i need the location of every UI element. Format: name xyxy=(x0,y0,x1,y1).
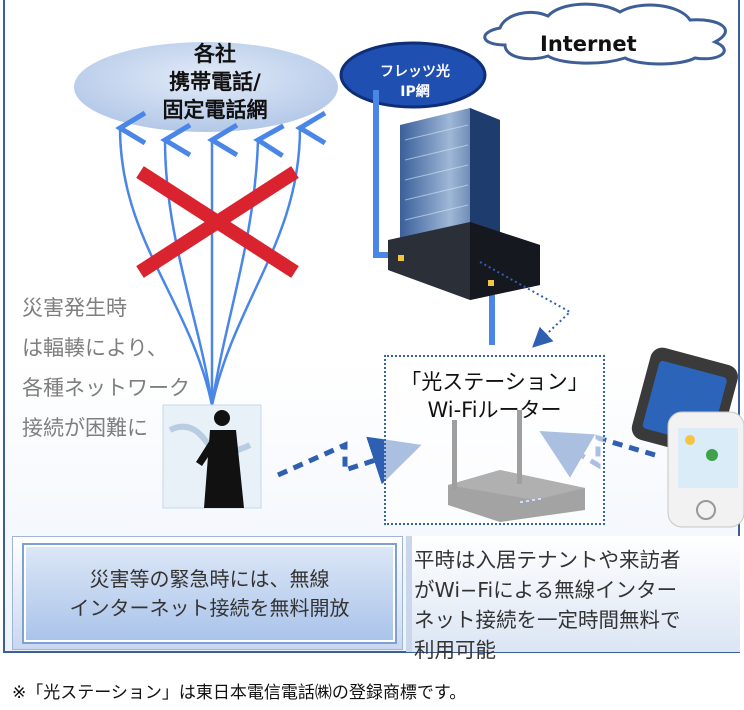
carrier-network-ellipse xyxy=(74,42,338,132)
normal-time-message: 平時は入居テナントや来訪者 がWi−Fiによる無線インター ネット接続を一定時間… xyxy=(414,545,744,665)
disaster-line-1: 災害発生時 xyxy=(22,296,127,320)
smartphone-device-icon xyxy=(667,411,744,528)
internet-label: Internet xyxy=(540,32,637,56)
internet-cloud xyxy=(483,2,727,66)
person-to-router-arrow xyxy=(276,436,422,485)
carrier-arrows xyxy=(115,110,327,406)
businessman-phone-photo xyxy=(162,404,262,509)
carrier-line-3: 固定電話網 xyxy=(162,98,268,122)
normal-line-4: 利用可能 xyxy=(414,638,496,662)
emergency-line-1: 災害等の緊急時には、無線 xyxy=(89,566,330,591)
emergency-line-2: インターネット接続を無料開放 xyxy=(69,595,350,620)
normal-time-panel xyxy=(406,536,740,652)
normal-line-1: 平時は入居テナントや来訪者 xyxy=(414,548,681,572)
flets-to-building-line xyxy=(373,90,398,258)
carrier-line-2: 携帯電話/ xyxy=(169,70,261,94)
normal-line-3: ネット接続を一定時間無料で xyxy=(414,608,681,632)
router-label: 「光ステーション」 Wi-Fiルーター xyxy=(384,368,605,424)
flets-line-2: IP網 xyxy=(400,84,430,100)
flets-label: フレッツ光 IP網 xyxy=(355,62,475,102)
flets-line-1: フレッツ光 xyxy=(380,64,450,80)
router-dotted-box xyxy=(384,355,605,525)
router-line-2: Wi-Fiルーター xyxy=(427,398,562,422)
emergency-message: 災害等の緊急時には、無線 インターネット接続を無料開放 xyxy=(22,543,397,644)
router-line-1: 「光ステーション」 xyxy=(400,370,589,394)
normal-line-2: がWi−Fiによる無線インター xyxy=(414,578,678,602)
disaster-line-4: 接続が困難に xyxy=(22,416,148,440)
carrier-line-1: 各社 xyxy=(194,42,236,66)
carrier-network-label: 各社 携帯電話/ 固定電話網 xyxy=(155,40,275,124)
disaster-line-3: 各種ネットワーク xyxy=(22,376,190,400)
disaster-line-2: は輻輳により、 xyxy=(22,336,168,360)
building-router-dotted-link xyxy=(479,261,572,348)
office-building-icon xyxy=(388,108,540,300)
disaster-note: 災害発生時 は輻輳により、 各種ネットワーク 接続が困難に xyxy=(22,288,232,448)
trademark-footnote: ※「光ステーション」は東日本電信電話㈱の登録商標です。 xyxy=(12,683,467,703)
blocked-cross-icon xyxy=(136,166,299,278)
